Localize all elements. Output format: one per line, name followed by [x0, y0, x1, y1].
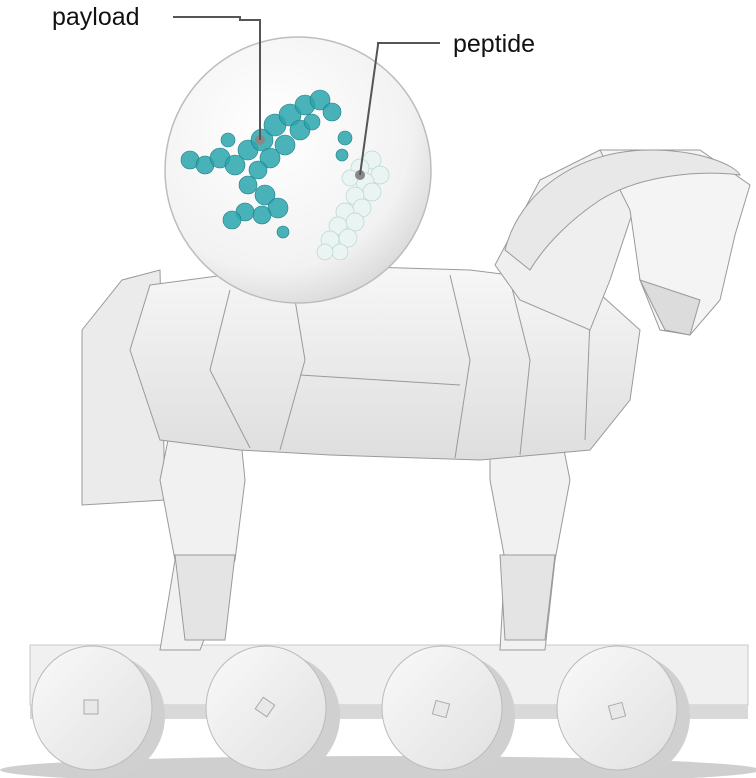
molecule-bubble — [165, 37, 431, 303]
peptide-label: peptide — [453, 32, 535, 57]
wheel-hub-1 — [84, 700, 98, 714]
wheel-hub-3 — [432, 700, 449, 717]
wheel-hub-4 — [608, 702, 625, 719]
payload-label: payload — [52, 5, 140, 30]
